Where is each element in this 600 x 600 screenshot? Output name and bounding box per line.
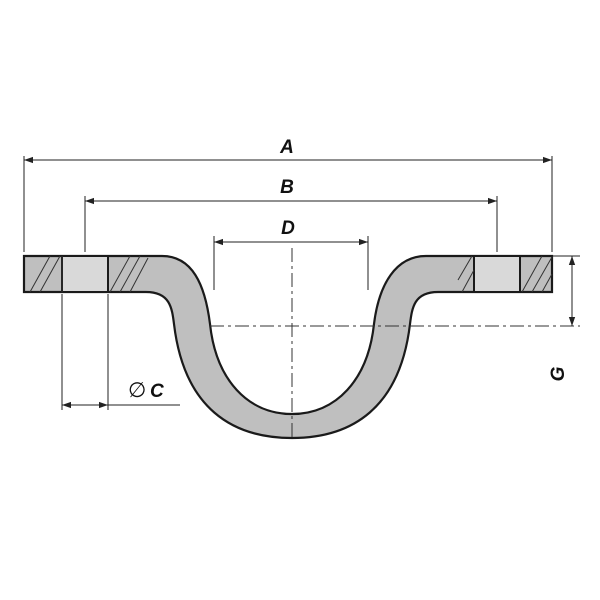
left-bore-hole (61, 255, 109, 293)
extension-lines (23, 156, 580, 410)
dimension-b: B (85, 177, 497, 205)
dimension-a: A (24, 137, 552, 164)
dimension-a-label: A (279, 137, 294, 158)
dimension-g: G (548, 256, 576, 381)
left-flange-hatching (29, 255, 149, 293)
dimension-b-label: B (280, 177, 294, 198)
dimension-g-label: G (548, 366, 569, 381)
u-bend-flange-section (22, 254, 554, 440)
dimension-c-label: C (150, 381, 164, 402)
right-flange-hatching (457, 255, 553, 293)
dimension-d: D (214, 218, 368, 246)
dimension-c: ∅ C (62, 379, 180, 409)
dimension-d-label: D (281, 218, 295, 239)
diameter-symbol: ∅ (128, 379, 146, 402)
right-bore-hole (473, 255, 521, 293)
center-lines (210, 248, 580, 440)
